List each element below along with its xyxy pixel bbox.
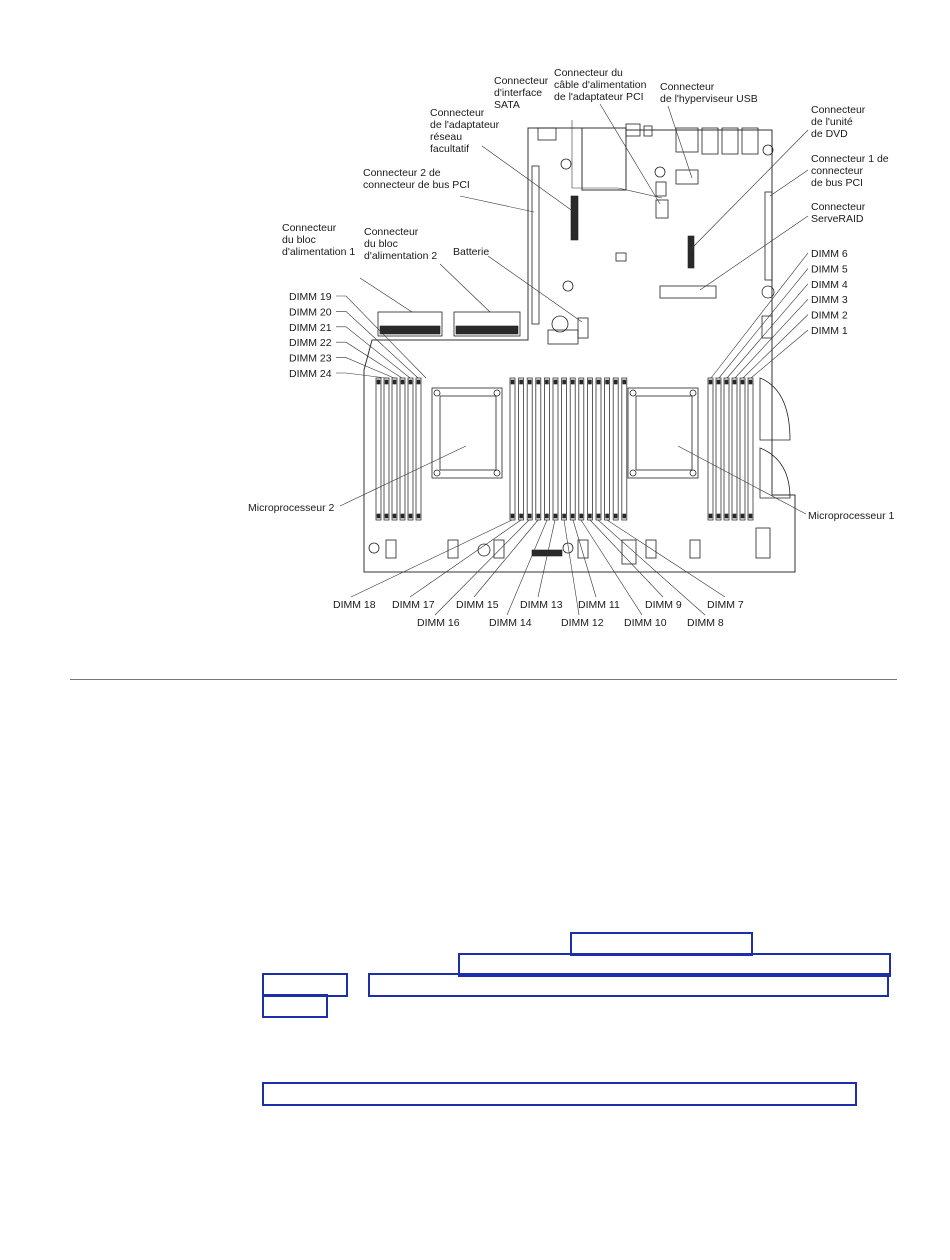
dimm-slot [731, 377, 738, 521]
mounting-post [761, 285, 775, 299]
link-highlight[interactable] [262, 973, 348, 997]
dimm-label: DIMM 7 [707, 599, 744, 611]
usb-hypervisor-connector [615, 252, 627, 262]
dimm-slot [399, 377, 406, 521]
dimm-label: DIMM 15 [456, 599, 499, 611]
microprocessor-1-label: Microprocesseur 1 [808, 510, 895, 522]
dimm-slot [587, 377, 593, 521]
dimm-slot [552, 377, 559, 521]
battery-holder [577, 317, 589, 339]
dimm-slot [621, 377, 628, 521]
microprocessor-2-label: Microprocesseur 2 [248, 502, 335, 514]
microprocessor-socket-2 [431, 387, 503, 479]
fan-connector [759, 377, 791, 441]
dimm-label: DIMM 6 [811, 248, 848, 260]
sata-connector [655, 181, 667, 197]
dimm-slots-left [375, 377, 422, 521]
dimm-label: DIMM 9 [645, 599, 682, 611]
rear-io-connectors [537, 123, 774, 185]
link-highlight[interactable] [570, 932, 753, 956]
mounting-post [562, 280, 574, 292]
dimm-slot [723, 377, 730, 521]
dimm-slot [375, 377, 382, 521]
dimm-slot [604, 377, 610, 521]
pci-bus-connector-1 [764, 191, 773, 281]
dimm-label: DIMM 18 [333, 599, 376, 611]
link-highlight[interactable] [458, 953, 891, 977]
dimm-slot [707, 377, 714, 521]
dimm-label: DIMM 21 [289, 322, 332, 334]
dimm-slot [526, 377, 533, 521]
dimm-slot [383, 377, 390, 521]
dimm-slots-center [509, 377, 628, 521]
dimm-slot [391, 377, 398, 521]
dimm-label: DIMM 19 [289, 291, 332, 303]
network-adapter-connector [570, 195, 579, 241]
system-board-main [363, 127, 796, 573]
battery [551, 315, 569, 333]
dimm-slot [407, 377, 414, 521]
dimm-slot [561, 377, 567, 521]
dimm-slot [578, 377, 585, 521]
dimm-slot [612, 377, 619, 521]
pci-power-connector [655, 199, 669, 219]
link-highlight[interactable] [368, 973, 889, 997]
section-divider [70, 679, 897, 680]
dimm-label: DIMM 23 [289, 353, 332, 365]
dimm-slot [715, 377, 722, 521]
dimm-label: DIMM 5 [811, 263, 848, 275]
fan-connector [759, 447, 791, 499]
dimm-label: DIMM 12 [561, 617, 604, 629]
dimm-label: DIMM 8 [687, 617, 724, 629]
dimm-slot [509, 377, 516, 521]
dimm-label: DIMM 10 [624, 617, 667, 629]
dimm-label: DIMM 13 [520, 599, 563, 611]
dimm-label: DIMM 20 [289, 306, 332, 318]
dimm-slot [747, 377, 754, 521]
pci-bus-connector-2 [531, 165, 540, 325]
dimm-label: DIMM 22 [289, 337, 332, 349]
dimm-slot [544, 377, 550, 521]
dimm-slot [415, 377, 422, 521]
power-block-connector-1 [377, 311, 443, 337]
bottom-connectors [368, 527, 771, 565]
link-highlight[interactable] [262, 994, 328, 1018]
dimm-label: DIMM 2 [811, 310, 848, 322]
dimm-label: DIMM 3 [811, 294, 848, 306]
dimm-slot [518, 377, 524, 521]
link-highlight[interactable] [262, 1082, 857, 1106]
dimm-label: DIMM 24 [289, 368, 332, 380]
power-block-connector-2 [453, 311, 521, 337]
dimm-label: DIMM 16 [417, 617, 460, 629]
dimm-label: DIMM 14 [489, 617, 532, 629]
dimm-slot [739, 377, 746, 521]
battery-label: Batterie [453, 246, 489, 258]
dimm-label: DIMM 17 [392, 599, 435, 611]
leader-lines [336, 103, 809, 616]
microprocessor-socket-1 [627, 387, 699, 479]
connector-header [761, 315, 773, 339]
dimm-slot [595, 377, 602, 521]
dimm-slots-right [707, 377, 754, 521]
dimm-label: DIMM 1 [811, 325, 848, 337]
dvd-connector [687, 235, 695, 269]
dimm-label: DIMM 4 [811, 279, 848, 291]
dimm-label: DIMM 11 [578, 599, 620, 611]
dimm-slot [569, 377, 576, 521]
dimm-slot [535, 377, 542, 521]
serveraid-connector [659, 285, 717, 299]
